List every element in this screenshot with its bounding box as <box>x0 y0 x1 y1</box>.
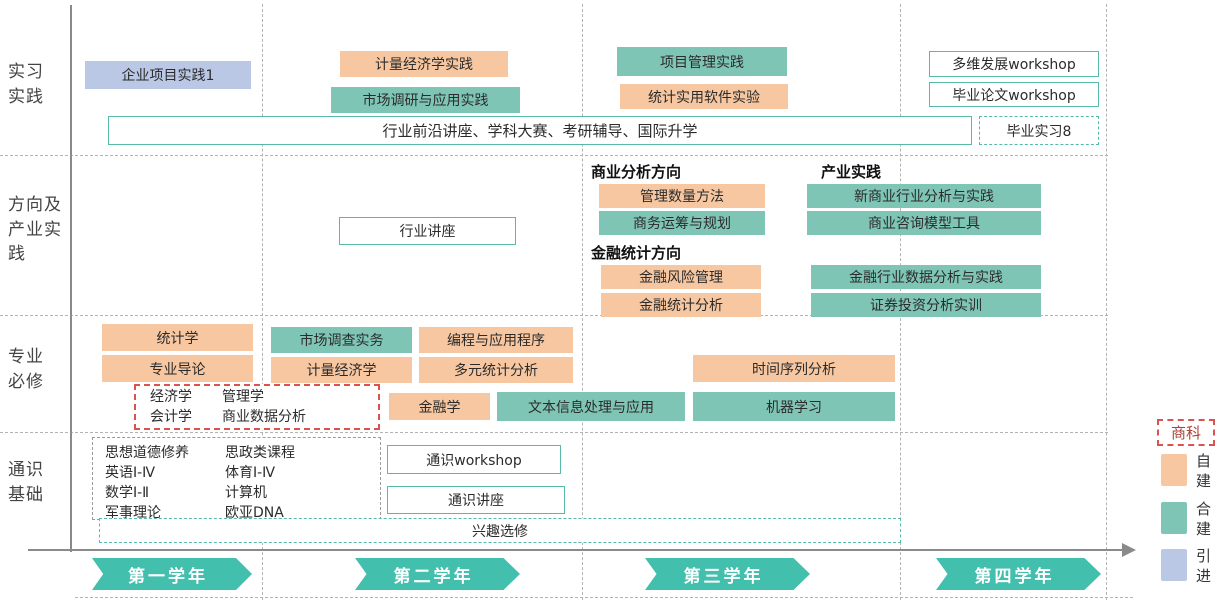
course-econometrics: 计量经济学 <box>271 357 412 383</box>
legend-title: 商科 <box>1157 419 1215 446</box>
course-management-quant: 管理数量方法 <box>599 184 765 208</box>
course-market-survey: 市场调查实务 <box>271 327 412 353</box>
course-statistics: 统计学 <box>102 324 253 351</box>
course-time-series: 时间序列分析 <box>693 355 895 382</box>
general-courses-group: 思想道德修养 英语Ⅰ-Ⅳ 数学Ⅰ-Ⅱ 军事理论 思政类课程 体育Ⅰ-Ⅳ 计算机 … <box>92 437 381 521</box>
course-business-ops: 商务运筹与规划 <box>599 211 765 235</box>
year-divider-1 <box>262 4 263 600</box>
course-general-workshop: 通识workshop <box>387 445 561 474</box>
course-interest-electives: 兴趣选修 <box>99 518 901 543</box>
course-new-business-analysis: 新商业行业分析与实践 <box>807 184 1041 208</box>
general-col-2: 思政类课程 体育Ⅰ-Ⅳ 计算机 欧亚DNA <box>225 445 295 521</box>
course-machine-learning: 机器学习 <box>693 392 895 421</box>
economics-accounting-text: 经济学 会计学 <box>150 388 192 425</box>
bottom-divider <box>75 597 1133 598</box>
course-general-lecture: 通识讲座 <box>387 486 565 514</box>
course-statistical-software-lab: 统计实用软件实验 <box>620 84 788 109</box>
year-banner-1: 第一学年 <box>92 558 252 590</box>
legend-swatch-import <box>1161 549 1187 581</box>
row-divider-1 <box>0 155 1108 156</box>
course-finance: 金融学 <box>389 393 490 420</box>
course-enterprise-project: 企业项目实践1 <box>85 61 251 89</box>
core-courses-group: 经济学 会计学 管理学 商业数据分析 <box>134 384 380 430</box>
course-multivariate: 多元统计分析 <box>419 357 573 383</box>
management-bda-text: 管理学 商业数据分析 <box>222 388 306 425</box>
x-axis-arrowhead-icon <box>1122 543 1136 557</box>
row-divider-2 <box>0 315 1108 316</box>
heading-business-analysis: 商业分析方向 <box>591 163 682 181</box>
legend-swatch-self <box>1161 454 1187 486</box>
course-consulting-models: 商业咨询模型工具 <box>807 211 1041 235</box>
course-econometrics-practice: 计量经济学实践 <box>340 51 508 77</box>
legend-swatch-co <box>1161 502 1187 534</box>
heading-industry-practice: 产业实践 <box>821 163 882 181</box>
course-graduation-internship: 毕业实习8 <box>979 116 1099 145</box>
legend-label-co: 合建 <box>1196 500 1212 538</box>
course-text-processing: 文本信息处理与应用 <box>497 392 685 421</box>
y-axis-line <box>70 5 72 552</box>
row-label-general: 通识 基础 <box>8 460 44 505</box>
course-lecture-series: 行业前沿讲座、学科大赛、考研辅导、国际升学 <box>108 116 972 145</box>
course-industry-lecture: 行业讲座 <box>339 217 516 245</box>
row-label-practice: 实习 实践 <box>8 62 44 107</box>
year-divider-4 <box>1106 4 1107 600</box>
course-market-research-practice: 市场调研与应用实践 <box>331 87 520 113</box>
x-axis-line <box>28 549 1124 551</box>
year-banner-2: 第二学年 <box>355 558 520 590</box>
course-securities-training: 证券投资分析实训 <box>811 293 1041 317</box>
course-finance-data-practice: 金融行业数据分析与实践 <box>811 265 1041 289</box>
year-banner-4: 第四学年 <box>936 558 1101 590</box>
course-thesis-workshop: 毕业论文workshop <box>929 82 1099 107</box>
year-banner-3: 第三学年 <box>645 558 810 590</box>
legend-label-import: 引进 <box>1196 547 1212 585</box>
course-programming: 编程与应用程序 <box>419 327 573 353</box>
course-financial-stats: 金融统计分析 <box>601 293 761 317</box>
year-divider-2 <box>582 4 583 600</box>
course-project-management-practice: 项目管理实践 <box>617 47 787 76</box>
heading-financial-statistics: 金融统计方向 <box>591 244 682 262</box>
course-multidim-workshop: 多维发展workshop <box>929 51 1099 77</box>
course-financial-risk: 金融风险管理 <box>601 265 761 289</box>
row-divider-3 <box>0 432 1108 433</box>
legend-label-self: 自建 <box>1196 452 1212 490</box>
row-label-major: 专业 必修 <box>8 347 44 392</box>
course-intro: 专业导论 <box>102 355 253 382</box>
row-label-direction: 方向及 产业实 践 <box>8 195 62 265</box>
general-col-1: 思想道德修养 英语Ⅰ-Ⅳ 数学Ⅰ-Ⅱ 军事理论 <box>105 445 189 521</box>
